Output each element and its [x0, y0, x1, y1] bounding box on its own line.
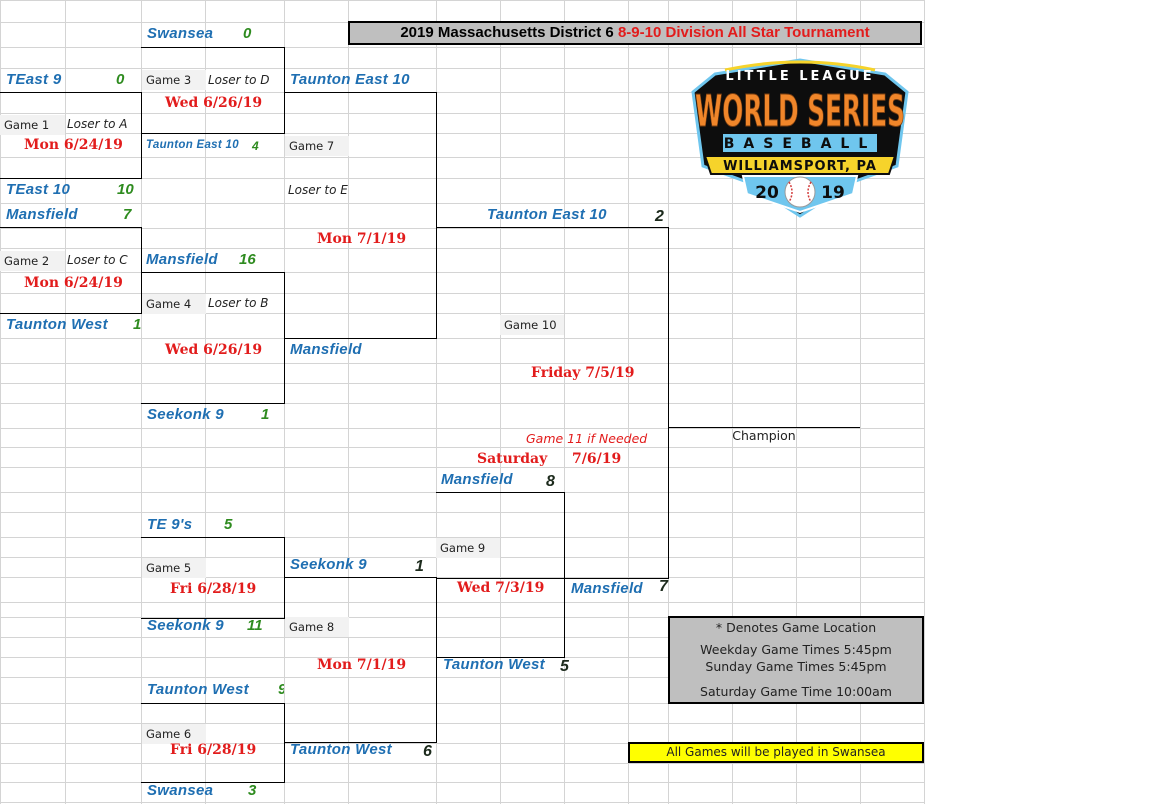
legend-saturday-times: Saturday Game Time 10:00am [700, 684, 892, 699]
game3-team-top: Swansea [147, 25, 214, 42]
logo-little-league: LITTLE LEAGUE [725, 69, 874, 84]
game2-team-top: Mansfield [6, 206, 78, 223]
game4-date: Wed 6/26/19 [165, 342, 263, 358]
game10-score-top: 2 [655, 208, 664, 225]
game4-team-bottom: Seekonk 9 [147, 406, 224, 423]
game8-label: Game 8 [285, 617, 349, 637]
tournament-title: 2019 Massachusetts District 6 8-9-10 Div… [348, 21, 922, 45]
game3-score-bottom: 4 [252, 139, 259, 153]
logo-williamsport: WILLIAMSPORT, PA [723, 159, 877, 174]
game8-team-bottom: Taunton West [290, 741, 392, 758]
game5-label: Game 5 [142, 558, 206, 578]
game5-score-top: 5 [224, 516, 233, 533]
game4-score-top: 16 [239, 251, 256, 268]
game1-score-top: 0 [116, 71, 125, 88]
game5-date: Fri 6/28/19 [170, 581, 257, 597]
game5-team-top: TE 9's [147, 516, 193, 533]
game1-team-bottom: TEast 10 [6, 181, 71, 198]
game5-score-bottom: 11 [247, 617, 263, 634]
game1-loser-note: Loser to A [67, 117, 128, 131]
logo-baseball: BASEBALL [724, 136, 877, 152]
game4-score-bottom: 1 [261, 406, 270, 423]
game7-loser-note: Loser to E [288, 183, 348, 197]
game8-date: Mon 7/1/19 [317, 657, 407, 673]
game4-bracket [141, 272, 285, 404]
game10-bracket [436, 227, 669, 579]
game7-team-bottom: Mansfield [290, 341, 362, 358]
game3-score-top: 0 [243, 25, 252, 42]
game2-score-top: 7 [123, 206, 132, 223]
little-league-world-series-logo: LITTLE LEAGUE WORLD SERIES BASEBALL WILL… [691, 58, 909, 218]
game9-team-bottom: Taunton West [443, 656, 545, 673]
game1-date: Mon 6/24/19 [24, 137, 123, 153]
logo-year-right: 19 [821, 183, 845, 203]
game6-team-top: Taunton West [147, 681, 249, 698]
legend-location-note: * Denotes Game Location [715, 620, 877, 635]
game9-team-top: Mansfield [441, 471, 513, 488]
game7-label: Game 7 [285, 136, 349, 156]
game4-loser-note: Loser to B [208, 296, 269, 310]
game10-team-bottom: Mansfield [571, 580, 643, 597]
game2-team-bottom: Taunton West [6, 316, 108, 333]
game1-score-bottom: 10 [117, 181, 134, 198]
game8-bracket [284, 577, 437, 743]
game6-team-bottom: Swansea [147, 782, 214, 799]
game2-loser-note: Loser to C [67, 253, 128, 267]
game1-label: Game 1 [0, 115, 65, 135]
game2-date: Mon 6/24/19 [24, 275, 123, 291]
game3-date: Wed 6/26/19 [165, 95, 263, 111]
game8-score-top: 1 [415, 558, 424, 575]
game3-bracket [141, 47, 285, 134]
legend-weekday-times: Weekday Game Times 5:45pm [700, 642, 892, 657]
game4-team-top: Mansfield [146, 251, 218, 268]
game9-score-bottom: 5 [560, 658, 569, 675]
game3-label: Game 3 [142, 70, 206, 90]
game11-date: 7/6/19 [572, 451, 622, 467]
game5-team-bottom: Seekonk 9 [147, 617, 224, 634]
game10-score-bottom: 7 [659, 578, 668, 595]
champion-line [668, 427, 860, 428]
champion-label: Champion [732, 428, 796, 443]
game-times-legend: * Denotes Game Location Weekday Game Tim… [668, 616, 924, 704]
game7-bracket [284, 92, 437, 339]
game10-team-top: Taunton East 10 [487, 206, 607, 223]
game3-team-bottom: Taunton East 10 [146, 139, 239, 151]
game10-label: Game 10 [500, 315, 564, 335]
legend-sunday-times: Sunday Game Times 5:45pm [705, 659, 887, 674]
game2-bracket [0, 227, 142, 314]
game11-label: Game 11 if Needed [526, 431, 648, 446]
game7-team-top: Taunton East 10 [290, 71, 410, 88]
game9-score-top: 8 [546, 473, 555, 490]
game2-label: Game 2 [0, 251, 65, 271]
game6-score-top: 9 [278, 681, 284, 698]
game8-score-bottom: 6 [423, 743, 432, 760]
game6-score-bottom: 3 [248, 782, 257, 799]
game8-team-top: Seekonk 9 [290, 556, 367, 573]
game11-day: Saturday [477, 451, 548, 467]
game6-bracket [141, 703, 285, 783]
logo-world-series: WORLD SERIES [695, 86, 905, 137]
game9-date: Wed 7/3/19 [457, 580, 545, 596]
game1-team-top: TEast 9 [6, 71, 62, 88]
logo-year-left: 20 [755, 183, 779, 203]
title-division: 8-9-10 Division All Star Tournament [617, 24, 870, 41]
game9-label: Game 9 [436, 538, 500, 558]
game10-date: Friday 7/5/19 [531, 365, 635, 381]
game3-loser-note: Loser to D [208, 73, 270, 87]
title-main: 2019 Massachusetts District 6 [400, 24, 618, 41]
game6-date: Fri 6/28/19 [170, 742, 257, 758]
game5-bracket [141, 537, 285, 619]
game4-label: Game 4 [142, 294, 206, 314]
game9-bracket [436, 492, 565, 658]
game2-score-bottom: 1 [133, 316, 142, 333]
game1-bracket [0, 92, 142, 179]
game7-date: Mon 7/1/19 [317, 231, 407, 247]
game6-label: Game 6 [142, 724, 206, 744]
venue-note: All Games will be played in Swansea [628, 742, 924, 763]
